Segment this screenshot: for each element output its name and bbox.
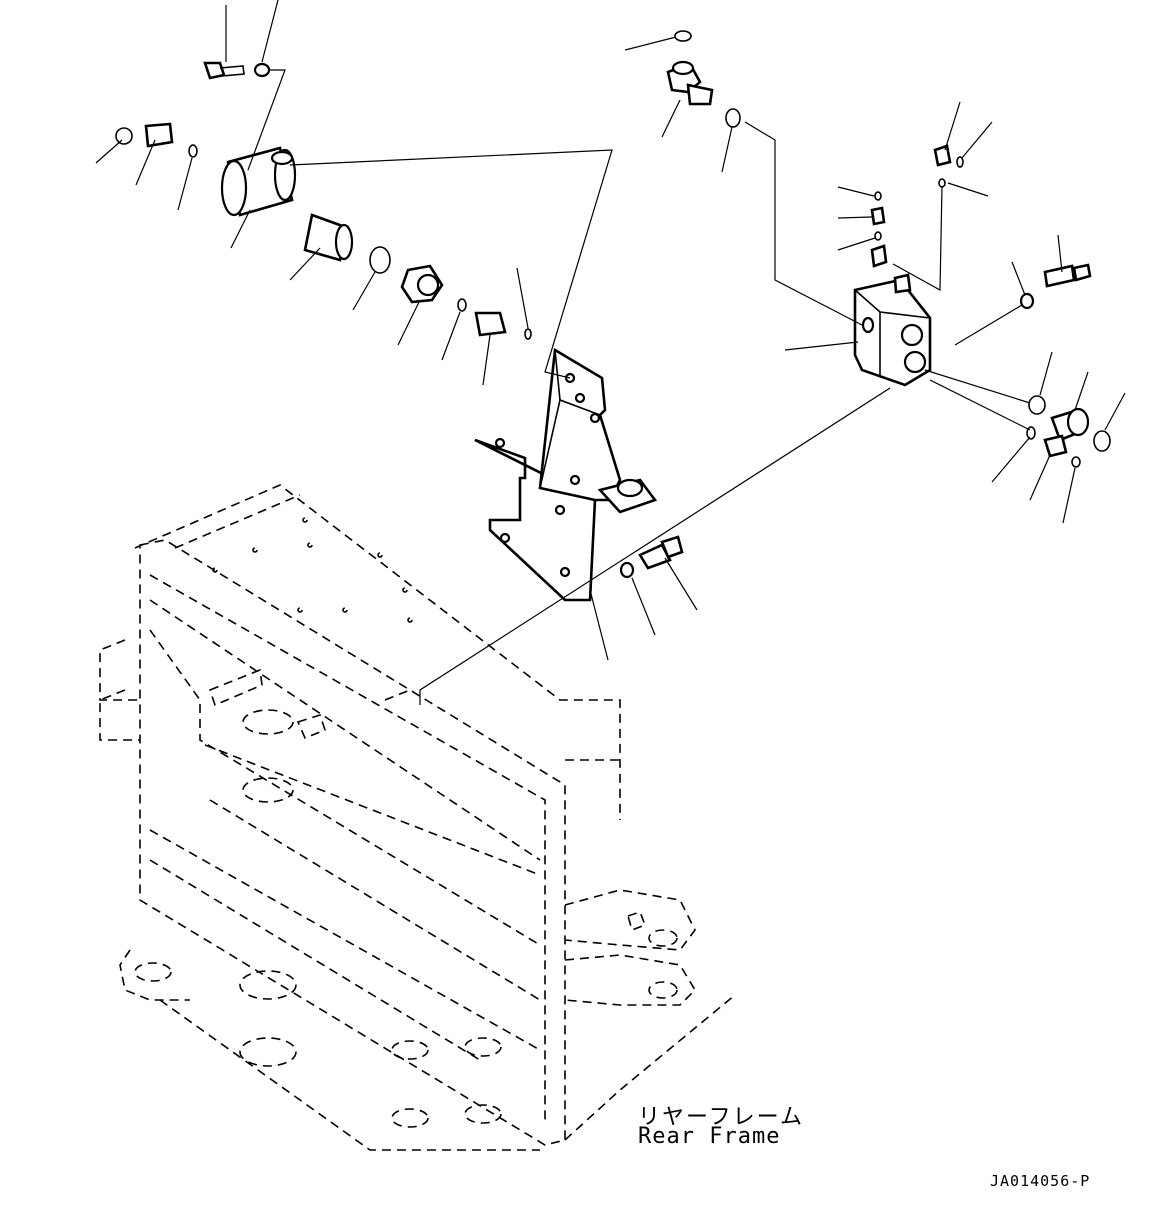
adapter-fittings-right (1026, 395, 1111, 468)
leader-lines (95, 0, 1126, 705)
rear-frame-label-jp: リヤーフレーム (638, 1105, 805, 1130)
adapter-fittings-left (144, 122, 532, 340)
drawing-code-label: JA014056-P (990, 1172, 1091, 1190)
rear-frame (99, 484, 736, 1151)
o-ring-left (115, 127, 391, 274)
valve-block (853, 244, 932, 387)
rear-frame-label-en: Rear Frame (638, 1124, 781, 1149)
solenoid-core (303, 213, 354, 262)
solenoid-coil (220, 146, 297, 217)
valve-bracket (474, 347, 658, 602)
bolt-washer-bracket (619, 535, 684, 579)
bolt-washer-top-left (203, 61, 271, 80)
elbow-fitting-top (666, 30, 741, 128)
solenoid-nut (400, 264, 444, 304)
small-fittings-right (870, 144, 1092, 310)
